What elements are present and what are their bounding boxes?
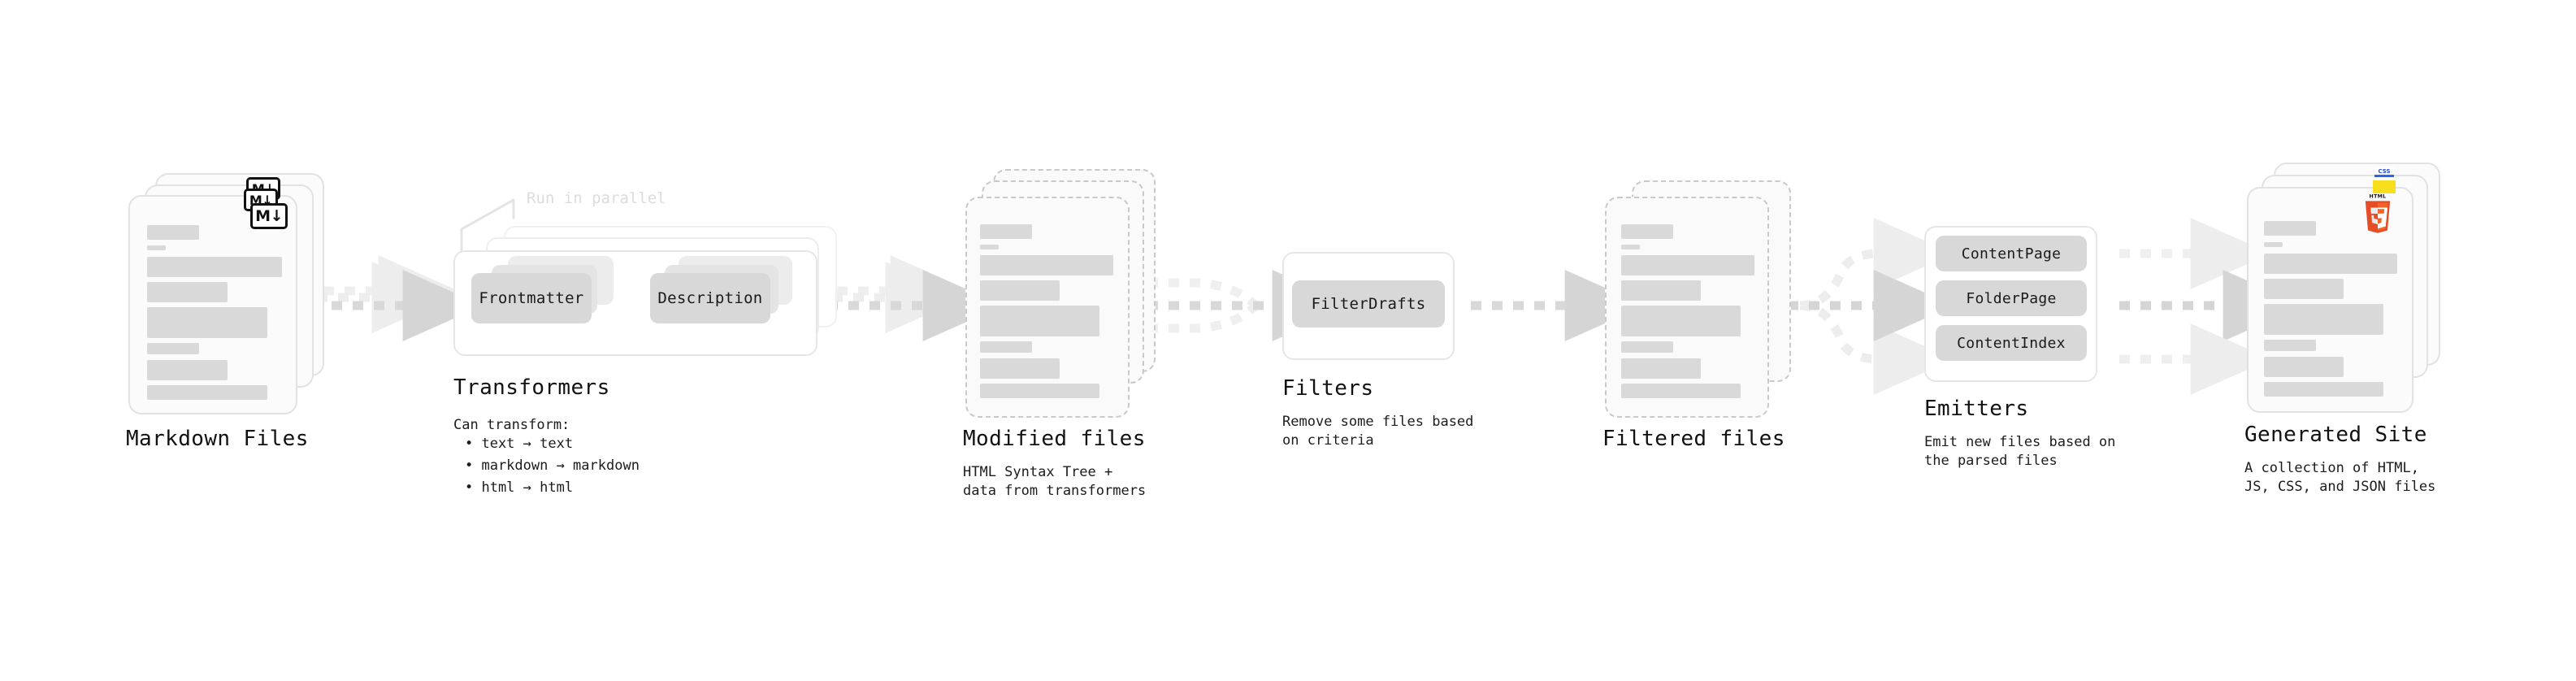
modified-card-front [965,197,1130,418]
chip-contentindex-label: ContentIndex [1957,334,2066,352]
transformers-bullet-3: • html → html [465,479,574,496]
stage-title-markdown-files: Markdown Files [126,427,309,451]
chip-description-label: Description [657,289,763,307]
chip-contentindex[interactable]: ContentIndex [1936,325,2087,361]
skeleton-line-6 [147,385,267,400]
arrow-emitters-to-site [2119,218,2304,395]
html5-badge-icon: HTML [2365,193,2391,233]
chip-contentpage[interactable]: ContentPage [1936,236,2087,271]
site-card-front [2247,187,2413,413]
css-badge: CSS [2374,167,2394,177]
chip-frontmatter-label: Frontmatter [479,289,584,307]
chip-folderpage[interactable]: FolderPage [1936,280,2087,316]
skeleton-sub [2264,242,2283,247]
skeleton-line-1 [1621,255,1754,275]
skeleton-line-4 [1621,341,1673,353]
stage-title-transformers: Transformers [453,375,610,400]
transformers-bullet-1: • text → text [465,436,574,452]
skeleton-line-1 [147,257,282,277]
skeleton-line-6 [2264,382,2383,397]
skeleton-sub [1621,245,1640,249]
css-badge-bar [2374,175,2394,177]
skeleton-line-2 [980,280,1060,301]
skeleton-line-3 [2264,304,2383,335]
arrow-filtered-to-emitters [1788,218,1954,395]
stage-title-generated-site: Generated Site [2244,423,2427,447]
markdown-badge: M↓ [250,203,288,229]
markdown-badge-arrow: ↓ [270,207,284,225]
skeleton-line-2 [2264,279,2344,299]
chip-contentpage-label: ContentPage [1961,245,2062,262]
stage-title-filters: Filters [1282,376,1374,401]
skeleton-line-3 [147,307,267,338]
stage-title-emitters: Emitters [1924,397,2029,421]
skeleton-line-5 [147,360,228,380]
js-badge [2373,180,2396,193]
run-in-parallel-label: Run in parallel [527,189,666,207]
skeleton-sub [980,245,999,249]
skeleton-line-6 [980,384,1099,398]
transformers-bullet-2: • markdown → markdown [465,458,640,474]
markdown-badge-m: M [255,207,271,225]
chip-filterdrafts-label: FilterDrafts [1311,295,1426,313]
skeleton-line-4 [980,341,1032,353]
chip-description[interactable]: Description [650,273,770,323]
modified-files-description: HTML Syntax Tree + data from transformer… [963,464,1147,499]
skeleton-line-5 [980,358,1060,379]
skeleton-line-3 [980,306,1099,336]
skeleton-title [2264,221,2316,236]
skeleton-title [147,225,199,240]
stage-title-filtered-files: Filtered files [1602,427,1785,451]
skeleton-title [1621,224,1673,239]
skeleton-line-2 [147,282,228,302]
skeleton-line-4 [147,343,199,354]
arrow-transformers-to-modified [827,255,1004,341]
css-badge-label: CSS [2378,168,2391,175]
generated-site-description: A collection of HTML, JS, CSS, and JSON … [2244,460,2436,495]
markdown-card-front [128,195,297,414]
html5-badge: HTML [2361,193,2395,234]
skeleton-line-4 [2264,340,2316,351]
skeleton-line-3 [1621,306,1741,336]
filtered-card-front [1605,197,1769,418]
skeleton-line-2 [1621,280,1701,301]
skeleton-line-6 [1621,384,1741,398]
stage-title-modified-files: Modified files [963,427,1146,451]
chip-filterdrafts[interactable]: FilterDrafts [1292,280,1445,327]
skeleton-line-1 [980,255,1113,275]
filters-description: Remove some files based on criteria [1282,414,1474,449]
arrow-modified-to-filters [1147,270,1353,341]
skeleton-line-5 [1621,358,1701,379]
chip-frontmatter[interactable]: Frontmatter [471,273,592,323]
transformers-description: Can transform: [453,417,570,433]
skeleton-line-5 [2264,357,2344,377]
skeleton-title [980,224,1032,239]
emitters-description: Emit new files based on the parsed files [1924,434,2116,469]
skeleton-line-1 [2264,254,2397,274]
arrow-markdown-to-transformers [310,255,484,341]
chip-folderpage-label: FolderPage [1966,289,2057,307]
svg-text:HTML: HTML [2370,193,2387,199]
skeleton-sub [147,245,166,250]
